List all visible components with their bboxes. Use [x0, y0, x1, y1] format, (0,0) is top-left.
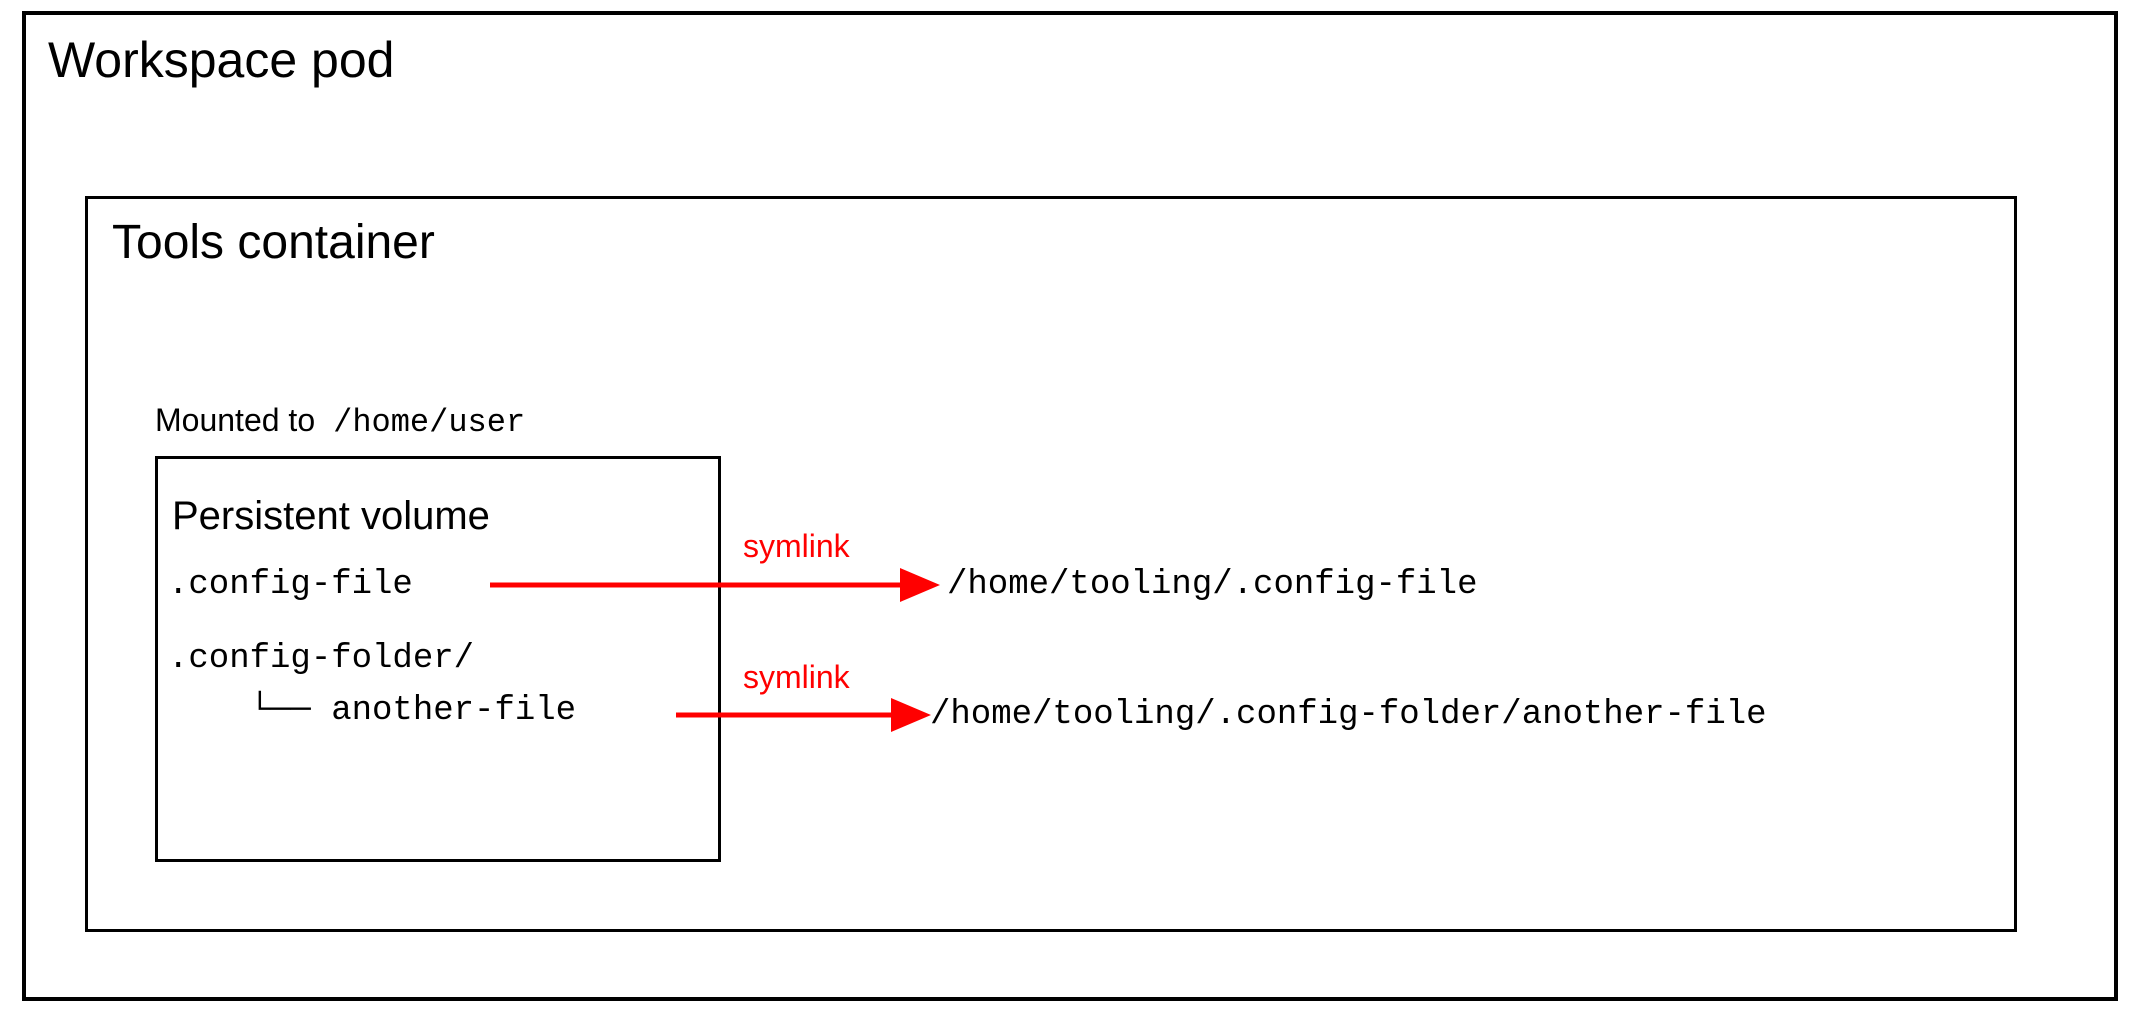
symlink-label-2-text: symlink: [743, 659, 850, 695]
persistent-volume-box: [155, 456, 721, 862]
workspace-pod-title: Workspace pod: [48, 32, 395, 88]
mount-label-text: Mounted to: [155, 402, 316, 438]
tools-container-title: Tools container: [112, 216, 435, 269]
persistent-volume-title: Persistent volume: [172, 494, 490, 538]
arrow-head-2: [891, 698, 931, 732]
symlink-arrow-2: [676, 698, 931, 732]
symlink-label-1-text: symlink: [743, 528, 850, 564]
symlink-target-1: /home/tooling/.config-file: [947, 566, 1478, 604]
file-entry-config-file: .config-file: [168, 566, 413, 604]
symlink-target-2: /home/tooling/.config-folder/another-fil…: [930, 696, 1767, 734]
mount-annotation: Mounted to /home/user: [155, 400, 525, 443]
workspace-pod-box: [22, 11, 2118, 1001]
symlink-arrow-1: [490, 568, 940, 602]
file-entry-another-file: └── another-file: [168, 692, 577, 730]
file-entry-config-folder: .config-folder/: [168, 640, 475, 678]
mount-path-text: /home/user: [333, 404, 526, 441]
tools-container-box: [85, 196, 2017, 932]
arrow-head-1: [900, 568, 940, 602]
